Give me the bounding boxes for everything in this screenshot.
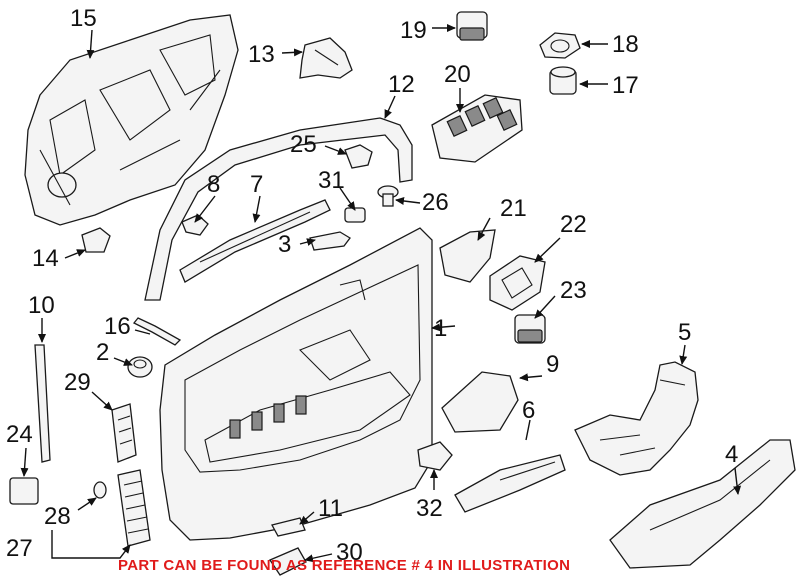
part-5-armrest-bracket bbox=[574, 361, 699, 476]
part-6-pocket bbox=[454, 454, 566, 513]
callout-9: 9 bbox=[546, 351, 559, 378]
callout-6: 6 bbox=[522, 397, 535, 424]
callout-29: 29 bbox=[64, 369, 91, 396]
callout-30: 30 bbox=[336, 539, 363, 566]
part-17-knob bbox=[549, 66, 577, 95]
leader-lines bbox=[20, 24, 742, 563]
callout-27: 27 bbox=[6, 535, 33, 562]
callout-21: 21 bbox=[500, 195, 527, 222]
part-8-clip bbox=[181, 214, 209, 236]
callout-12: 12 bbox=[388, 71, 415, 98]
callout-5: 5 bbox=[678, 319, 691, 346]
callout-19: 19 bbox=[400, 17, 427, 44]
callout-26: 26 bbox=[422, 189, 449, 216]
part-28-bulb bbox=[93, 481, 107, 499]
callout-1: 1 bbox=[434, 315, 447, 342]
callout-25: 25 bbox=[290, 131, 317, 158]
part-20-window-switch bbox=[431, 94, 523, 163]
part-32-clip bbox=[417, 441, 453, 471]
part-21-bezel bbox=[439, 229, 496, 283]
callout-8: 8 bbox=[207, 171, 220, 198]
callout-23: 23 bbox=[560, 277, 587, 304]
part-4-armrest bbox=[609, 439, 796, 569]
callout-14: 14 bbox=[32, 245, 59, 272]
part-27-grille bbox=[117, 469, 151, 547]
part-31-pin bbox=[344, 207, 366, 223]
part-22-handle-bezel bbox=[489, 255, 546, 311]
callout-28: 28 bbox=[44, 503, 71, 530]
callout-32: 32 bbox=[416, 495, 443, 522]
part-15-door-shell bbox=[24, 14, 239, 226]
part-10-strip bbox=[34, 344, 51, 463]
callout-7: 7 bbox=[250, 171, 263, 198]
callout-13: 13 bbox=[248, 41, 275, 68]
part-7-trim-strip bbox=[179, 199, 331, 283]
part-26-push-clip bbox=[377, 185, 399, 207]
callout-18: 18 bbox=[612, 31, 639, 58]
part-24-switch bbox=[9, 477, 39, 505]
callout-24: 24 bbox=[6, 421, 33, 448]
callout-31: 31 bbox=[318, 167, 345, 194]
callout-3: 3 bbox=[278, 231, 291, 258]
reference-note: PART CAN BE FOUND AS REFERENCE # 4 IN IL… bbox=[118, 557, 570, 574]
part-19-switch bbox=[456, 11, 488, 41]
callout-labels: 1 2 3 4 5 6 7 8 9 10 11 12 13 14 15 16 1… bbox=[6, 5, 738, 566]
callout-22: 22 bbox=[560, 211, 587, 238]
callout-16: 16 bbox=[104, 313, 131, 340]
part-18-gasket bbox=[539, 32, 581, 59]
part-1-door-panel bbox=[159, 227, 433, 541]
callout-10: 10 bbox=[28, 292, 55, 319]
callout-11: 11 bbox=[318, 495, 343, 522]
part-16-seal bbox=[132, 317, 182, 346]
callout-17: 17 bbox=[612, 72, 639, 99]
part-12-frame-trim bbox=[144, 117, 413, 301]
part-11-cover bbox=[271, 517, 306, 537]
part-29-cover bbox=[111, 403, 137, 463]
part-13-bracket bbox=[299, 37, 353, 79]
part-2-plug bbox=[127, 356, 153, 378]
callout-2: 2 bbox=[96, 339, 109, 366]
callout-4: 4 bbox=[725, 441, 738, 468]
part-23-switch bbox=[514, 314, 546, 344]
part-9-panel bbox=[441, 371, 519, 433]
part-25-clip bbox=[344, 144, 373, 169]
part-3-bolt bbox=[309, 231, 351, 251]
callout-15: 15 bbox=[70, 5, 97, 32]
callout-20: 20 bbox=[444, 61, 471, 88]
part-14-clip bbox=[81, 227, 111, 253]
